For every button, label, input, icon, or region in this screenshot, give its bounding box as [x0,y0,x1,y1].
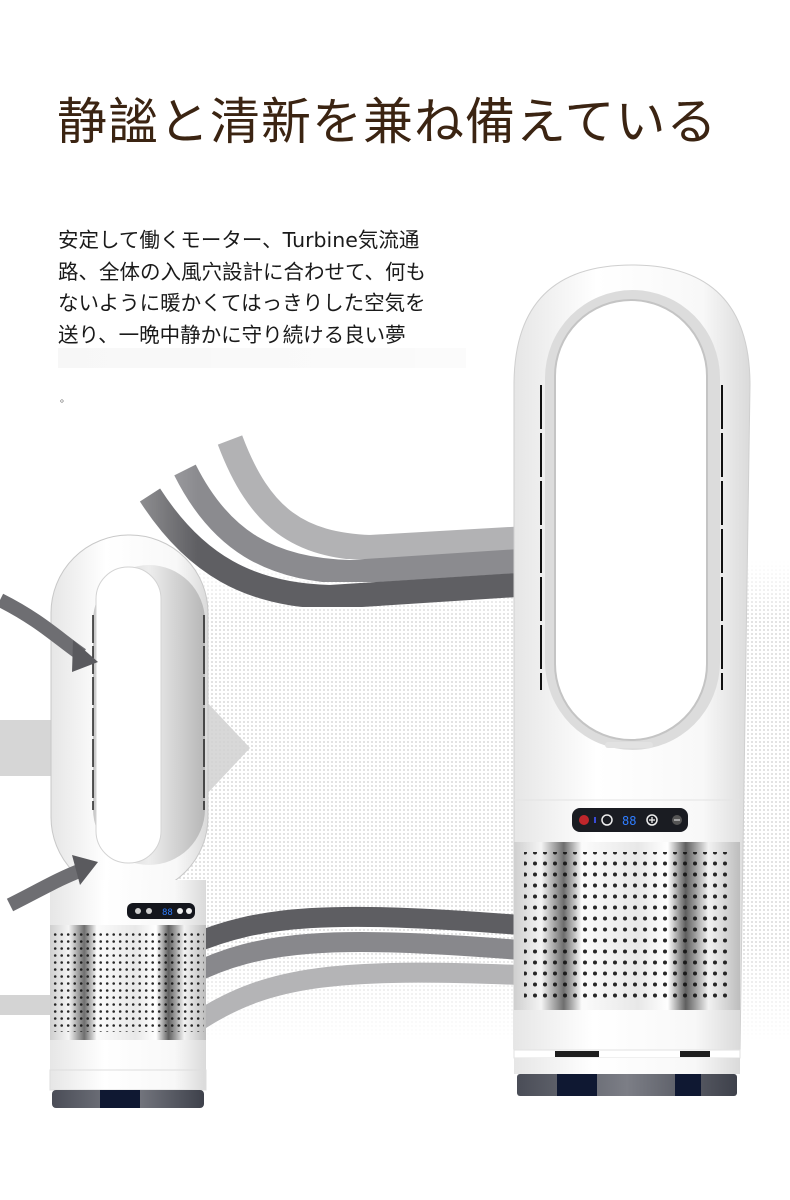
large-display-digits: 88 [622,814,636,828]
small-display-digits: 88 [162,908,173,918]
power-button-icon [579,815,589,825]
description-line: 送り、一晩中静かに守り続ける良い夢 [58,322,406,347]
description-line: 路、全体の入風穴設計に合わせて、何も [58,259,426,284]
large-control-panel [572,808,688,832]
trailing-period: 。 [60,394,70,405]
large-fan-illustration: 88 [513,264,751,1096]
description-line: 安定して働くモーター、Turbine気流通 [58,228,420,252]
airflow-ribbons-lower [185,906,521,1029]
headline: 静謐と清新を兼ね備えている [57,93,718,151]
description-line: ないように暖かくてはっきりした空気を [58,291,426,315]
plus-button-icon [646,814,658,826]
small-mode-1-icon [135,908,141,914]
curved-arrow-small-lower [6,855,98,912]
small-fan-illustration: 88 [49,534,209,1108]
product-description: 安定して働くモーター、Turbine気流通 路、全体の入風穴設計に合わせて、何も… [58,225,478,351]
small-grille-holes [52,932,204,1032]
small-control-panel [127,903,195,919]
curved-arrow-small-upper [0,593,98,672]
small-timer-icon [177,908,183,914]
large-grille-holes [524,852,730,1000]
faded-text-line [58,348,466,368]
small-mode-2-icon [146,908,152,914]
rotate-button-icon [601,814,613,826]
airflow-ribbons-upper [139,435,721,610]
small-light-icon [186,908,192,914]
